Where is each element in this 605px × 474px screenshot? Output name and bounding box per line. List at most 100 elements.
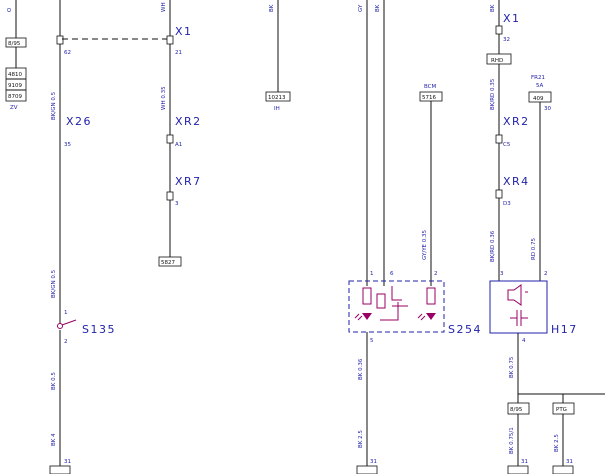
component-s254-box	[348, 280, 445, 333]
s254-resistor-3	[426, 287, 436, 305]
switch-s135-lever	[61, 319, 77, 326]
pin-2-s135: 2	[64, 339, 68, 345]
connector-x1: X1	[175, 25, 193, 38]
ref-bot-r2: PTG	[556, 407, 567, 413]
connector-x26: X26	[66, 115, 92, 128]
connector-x1-right: X1	[503, 12, 521, 25]
pin-1-s135: 1	[64, 310, 68, 316]
s254-column: GY BK BCM 5716 GY/YE 0.35 1 6 2 S254 5 B…	[348, 0, 482, 474]
pin-1-s254: 1	[370, 271, 374, 277]
wire-label-bk-top-right: BK	[490, 4, 496, 12]
connector-pin-a1	[166, 134, 174, 144]
ref-stack-0: 4810	[8, 72, 22, 78]
ref-409: 409	[533, 96, 544, 102]
s254-led-2	[426, 313, 436, 320]
wire-label-bkrd-036: BK/RD 0.36	[490, 230, 496, 262]
bottom-ref-mid	[356, 465, 378, 474]
far-left-refs: O 8/95 4810 9109 8709 ZV	[5, 0, 27, 111]
wire-label-gy: GY	[358, 4, 364, 12]
ref-stack-box	[5, 67, 27, 102]
ref-10213: 10213	[268, 95, 286, 101]
ref-stack-1: 9109	[8, 83, 22, 89]
connector-pin-c5	[495, 134, 503, 144]
pin-3-h17: 3	[500, 271, 504, 277]
ref-zv: ZV	[10, 105, 18, 111]
pin-a1: A1	[175, 142, 182, 148]
mid-column: WH 21 WH 0.35 XR2 A1 XR7 3 5827	[158, 0, 202, 267]
ref-rhd: RHD	[491, 58, 503, 64]
wire-label-wh-035: WH 0.35	[161, 86, 167, 110]
pin-31-r1: 31	[521, 459, 528, 465]
ih-column: BK 10213 IH	[265, 0, 291, 112]
ref-box-10213	[265, 91, 291, 102]
wire-label-bkgn-035: BK/GN 0.5	[51, 91, 57, 120]
ref-8-95: 8/95	[8, 41, 21, 47]
component-s254: S254	[448, 323, 482, 336]
s254-resistor-1	[362, 287, 372, 305]
wire-label-far-left: O	[7, 7, 13, 12]
ref-bcm: BCM	[424, 84, 437, 90]
left-column: 62 X26 35 1 S135 2 31 BK/GN 0.5 BK/GN 0.…	[49, 0, 116, 474]
pin-6-s254: 6	[390, 271, 394, 277]
wire-label-bk-05: BK 0.5	[51, 372, 57, 390]
wire-label-bk-036: BK 0.36	[358, 358, 364, 380]
connector-pin-32	[495, 25, 503, 35]
connector-xr4: XR4	[503, 175, 530, 188]
wire-label-rd-075: RD 0.75	[531, 237, 537, 260]
connector-xr2-right: XR2	[503, 115, 530, 128]
wire-label-bk-075-1: BK 0.75/1	[509, 427, 515, 454]
ref-stack-2: 8709	[8, 94, 22, 100]
h17-capacitor-icon	[510, 310, 528, 326]
pin-d3: D3	[503, 201, 511, 207]
switch-s135-contact	[57, 323, 63, 329]
pin-c5: C5	[503, 142, 511, 148]
connector-pin-3	[166, 191, 174, 201]
right-column: BK X1 32 RHD BK/RD 0.35 XR2 C5 XR4 D3 BK…	[486, 0, 605, 474]
s254-switch-contacts	[380, 286, 408, 321]
wire-label-bk-top-mid: BK	[269, 4, 275, 12]
ref-ih: IH	[274, 106, 280, 112]
ref-amp: 5A	[536, 83, 543, 89]
component-h17-box	[489, 280, 548, 334]
connector-xr7: XR7	[175, 175, 202, 188]
pin-21: 21	[175, 50, 182, 56]
connector-pin-d3	[495, 189, 503, 199]
bottom-ref-r2	[552, 465, 574, 474]
ref-fr21: FR21	[531, 75, 545, 81]
wire-label-bk-075: BK 0.75	[509, 356, 515, 378]
wire-label-bkrd-035: BK/RD 0.35	[490, 78, 496, 110]
connector-xr2-mid: XR2	[175, 115, 202, 128]
s254-led-1	[362, 313, 372, 320]
component-h17: H17	[551, 323, 578, 336]
ref-box-5827	[158, 256, 182, 267]
pin-35: 35	[64, 142, 71, 148]
wire-label-bk-4: BK 4	[51, 433, 57, 446]
bottom-ref-r1	[507, 465, 529, 474]
pin-31-mid: 31	[370, 459, 377, 465]
wire-label-bk-top-mid2: BK	[375, 4, 381, 12]
wire-label-bk-25-r: BK 2.5	[554, 434, 560, 452]
wire-label-wh: WH	[161, 2, 167, 12]
s254-led-rays	[354, 313, 426, 321]
pin-30: 30	[544, 106, 551, 112]
pin-31-left: 31	[64, 459, 71, 465]
wire-label-bk-25: BK 2.5	[358, 430, 364, 448]
pin-2-s254: 2	[434, 271, 438, 277]
pin-32: 32	[503, 37, 510, 43]
wire-label-bkgn-05: BK/GN 0.5	[51, 269, 57, 298]
pin-4-h17: 4	[522, 338, 526, 344]
s254-resistor-2	[376, 293, 386, 309]
ref-5716: 5716	[422, 95, 436, 101]
ref-5827: 5827	[161, 260, 175, 266]
pin-3-mid: 3	[175, 201, 179, 207]
bottom-ref-left	[49, 465, 71, 474]
h17-buzzer-icon	[507, 284, 528, 306]
ref-bot-r1: 8/95	[510, 407, 523, 413]
pin-2-h17: 2	[544, 271, 548, 277]
connector-pin-62	[56, 35, 64, 45]
wire-label-gyye-035: GY/YE 0.35	[422, 229, 428, 260]
pin-62: 62	[64, 50, 71, 56]
connector-pin-21	[166, 35, 174, 45]
component-s135: S135	[82, 323, 116, 336]
